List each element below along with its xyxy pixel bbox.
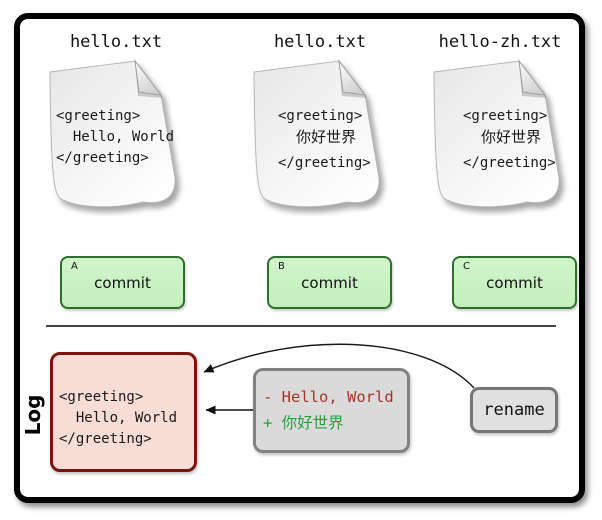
document-title: hello-zh.txt (438, 32, 562, 52)
commit-id-badge: A (71, 261, 78, 272)
document-code: <greeting> 你好世界 </greeting> (278, 106, 371, 174)
code-line: </greeting> (278, 155, 371, 171)
section-divider (46, 325, 556, 327)
commit-id-badge: B (278, 261, 285, 272)
commit-id-badge: C (463, 261, 470, 272)
commit-button-label: commit (301, 273, 358, 292)
paper-page-icon (253, 59, 380, 208)
code-line: </greeting> (56, 150, 149, 166)
commit-button-label: commit (486, 273, 543, 292)
paper-page-icon (49, 59, 176, 208)
rename-button[interactable]: rename (470, 387, 558, 433)
code-line: Hello, World (59, 410, 178, 426)
log-section-label: Log (21, 394, 45, 436)
log-snapshot-box: <greeting> Hello, World </greeting> (50, 352, 197, 472)
document-title: hello.txt (69, 32, 163, 52)
code-line: </greeting> (59, 431, 152, 447)
document-title: hello.txt (273, 32, 367, 52)
code-line: <greeting> (59, 389, 144, 405)
code-line: Hello, World (56, 129, 175, 145)
code-line: 你好世界 (278, 128, 357, 146)
paper-page-icon (433, 59, 560, 208)
commit-button-label: commit (94, 273, 151, 292)
document-code: <greeting> 你好世界 </greeting> (463, 106, 556, 174)
code-line: <greeting> (278, 108, 363, 124)
diff-box: - Hello, World + 你好世界 (253, 368, 410, 453)
code-line: <greeting> (56, 108, 141, 124)
code-line: <greeting> (463, 108, 548, 124)
code-line: 你好世界 (463, 128, 542, 146)
commit-button-c[interactable]: C commit (452, 256, 577, 309)
diff-removed-line: - Hello, World (263, 388, 394, 406)
code-line: </greeting> (463, 155, 556, 171)
diff-lines: - Hello, World + 你好世界 (263, 384, 407, 436)
document-code: <greeting> Hello, World </greeting> (56, 106, 174, 169)
log-snapshot-code: <greeting> Hello, World </greeting> (59, 387, 194, 450)
commit-button-a[interactable]: A commit (60, 256, 185, 309)
diff-added-line: + 你好世界 (263, 414, 344, 432)
commit-button-b[interactable]: B commit (267, 256, 392, 309)
